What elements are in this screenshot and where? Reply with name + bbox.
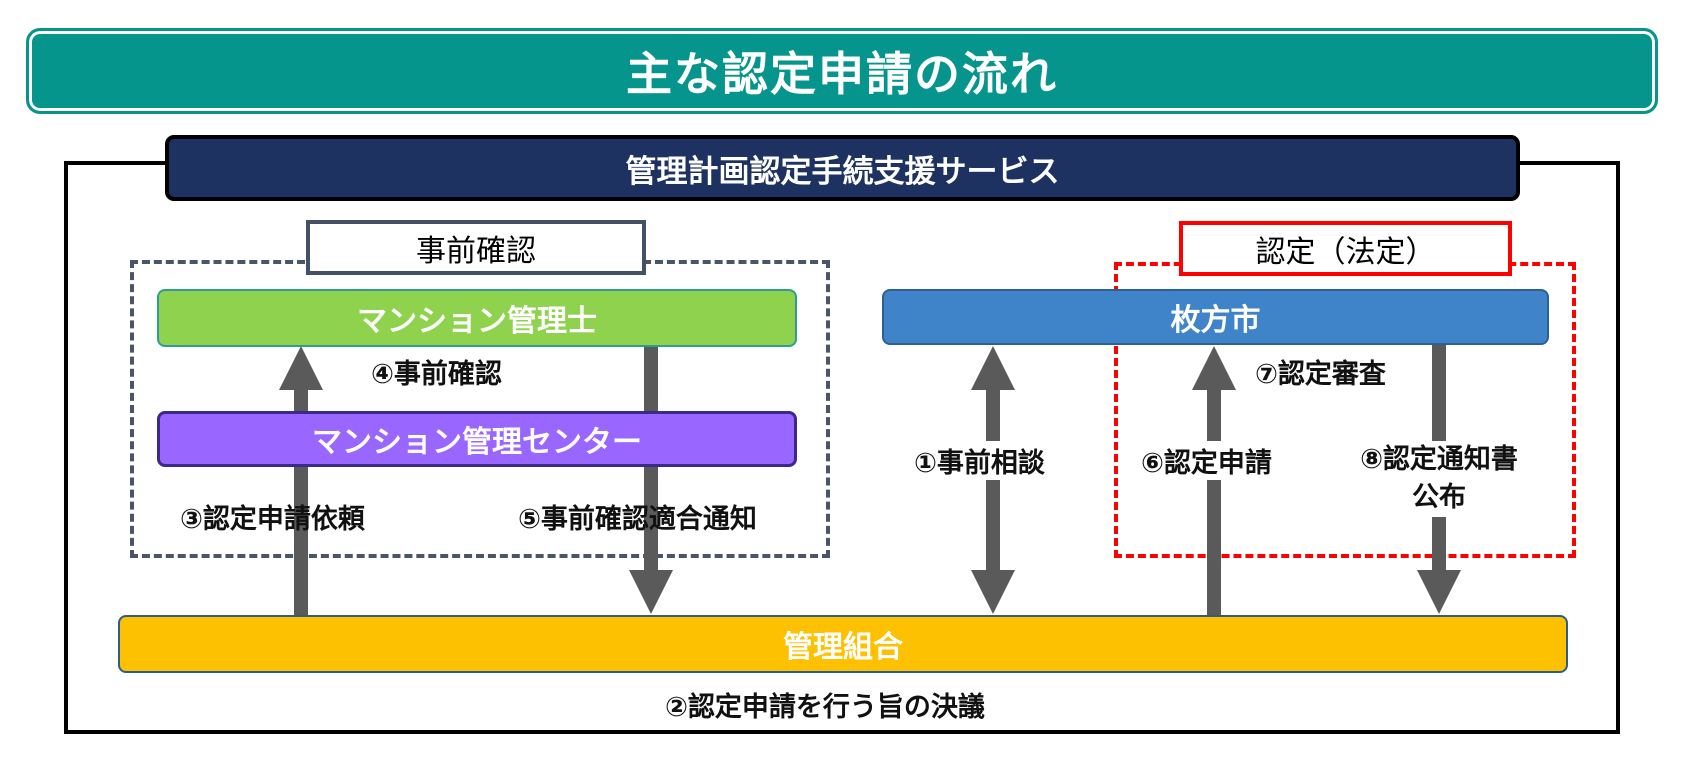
node-management-union: 管理組合	[118, 615, 1568, 673]
node-hirakata-city: 枚方市	[882, 289, 1549, 345]
step8-label-line1: ⑧認定通知書	[1360, 444, 1518, 475]
node-mansion-center: マンション管理センター	[157, 411, 797, 467]
service-bar: 管理計画認定手続支援サービス	[165, 135, 1520, 201]
step8-label: ⑧認定通知書 公布	[1339, 441, 1539, 517]
arrow-step5	[629, 347, 673, 614]
page-title: 主な認定申請の流れ	[26, 28, 1658, 114]
node-mansion-manager: マンション管理士	[157, 289, 797, 347]
step2-label: ②認定申請を行う旨の決議	[665, 692, 985, 723]
arrow-step3	[279, 346, 323, 615]
step5-label: ⑤事前確認適合通知	[518, 504, 757, 535]
pre-check-label: 事前確認	[306, 220, 646, 275]
step4-label: ④事前確認	[371, 359, 502, 390]
arrow-step6	[1192, 346, 1236, 615]
step7-label: ⑦認定審査	[1255, 359, 1386, 390]
step8-label-line2: 公布	[1412, 482, 1466, 513]
arrow-step1	[971, 346, 1015, 614]
certification-label: 認定（法定）	[1179, 221, 1512, 276]
step3-label: ③認定申請依頼	[180, 504, 365, 535]
step1-label: ①事前相談	[912, 441, 1047, 480]
step6-label: ⑥認定申請	[1139, 441, 1274, 480]
